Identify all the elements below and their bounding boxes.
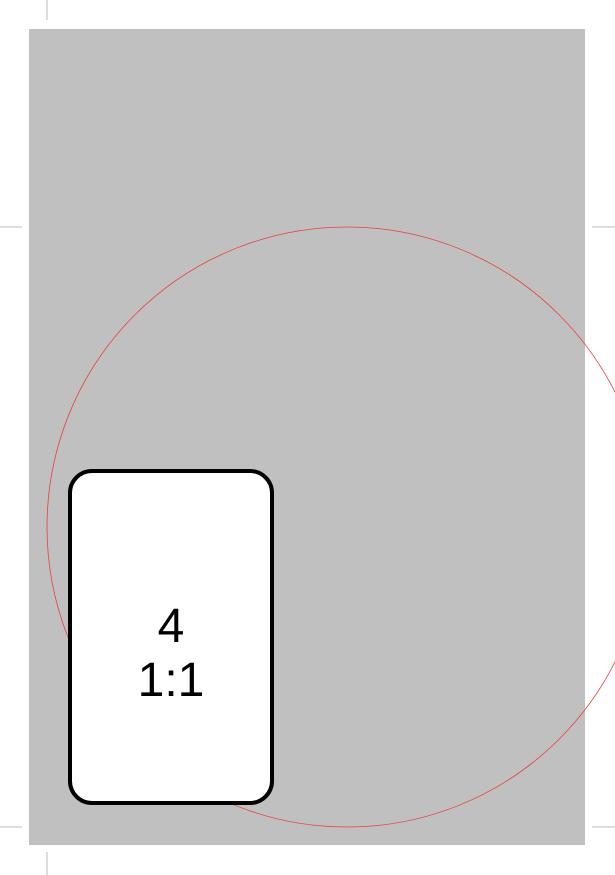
card-number: 4 <box>157 600 185 653</box>
card-label: 4 1:1 <box>70 471 272 803</box>
circle-outline <box>46 226 615 828</box>
card-ratio: 1:1 <box>137 654 205 707</box>
card <box>68 469 274 805</box>
